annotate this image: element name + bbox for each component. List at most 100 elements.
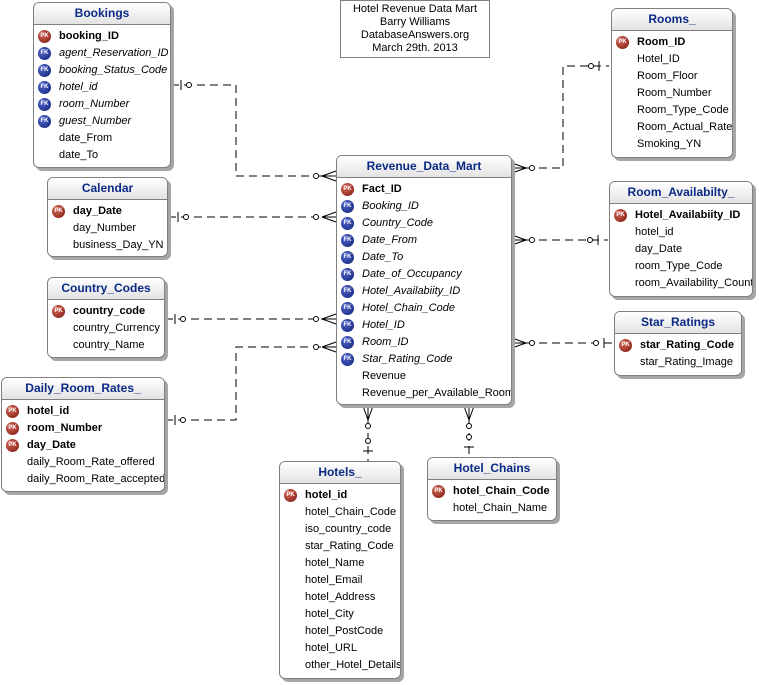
- attr-field: Room_Number: [637, 87, 712, 99]
- primary-key-icon: PK: [52, 305, 65, 318]
- attr-field: hotel_Chain_Code: [305, 506, 397, 518]
- primary-key-icon: PK: [284, 489, 297, 502]
- header-title: Hotel Revenue Data Mart: [352, 3, 478, 15]
- attr-field: room_Type_Code: [635, 260, 723, 272]
- attr-field: hotel_id: [635, 226, 674, 238]
- attr-field: Room_Actual_Rate: [637, 121, 733, 133]
- primary-key-icon: PK: [52, 205, 65, 218]
- primary-key-icon: PK: [38, 30, 51, 43]
- foreign-key-icon: FK: [341, 302, 354, 315]
- attr-field: Revenue: [362, 370, 407, 382]
- primary-key-icon: PK: [619, 339, 632, 352]
- attr-field: day_Number: [73, 222, 136, 234]
- rel-revenue-rooms: [526, 65, 609, 169]
- entity-title: Rooms_: [612, 9, 732, 31]
- diagram-header: Hotel Revenue Data Mart Barry Williams D…: [340, 0, 490, 58]
- foreign-key-icon: FK: [341, 268, 354, 281]
- attr-field: country_Currency: [73, 322, 160, 334]
- attr-field: hotel_City: [305, 608, 354, 620]
- attr-field: Smoking_YN: [637, 138, 702, 150]
- attr-field: date_To: [59, 149, 99, 161]
- attr-field: star_Rating_Code: [305, 540, 394, 552]
- attr-field: daily_Room_Rate_accepted: [27, 473, 165, 485]
- foreign-key-icon: FK: [341, 217, 354, 230]
- rel-dailyrates-revenue: [165, 346, 322, 421]
- foreign-key-icon: FK: [341, 353, 354, 366]
- foreign-key-icon: FK: [38, 81, 51, 94]
- attr-field: day_Date: [635, 243, 683, 255]
- entity-title: Star_Ratings: [615, 312, 741, 334]
- rel-bookings-revenue: [171, 84, 322, 177]
- entity-title: Calendar: [48, 178, 167, 200]
- attr-field: hotel_URL: [305, 642, 357, 654]
- attr-field: country_Name: [73, 339, 145, 351]
- attr-field: daily_Room_Rate_offered: [27, 456, 155, 468]
- entity-title: Room_Availabilty_: [610, 182, 752, 204]
- attr-field: Room_Type_Code: [637, 104, 729, 116]
- header-date: March 29th. 2013: [372, 42, 458, 54]
- foreign-key-icon: FK: [38, 98, 51, 111]
- attr-field: Revenue_per_Available_Room: [362, 387, 512, 399]
- foreign-key-icon: FK: [38, 47, 51, 60]
- primary-key-icon: PK: [616, 36, 629, 49]
- foreign-key-icon: FK: [341, 234, 354, 247]
- attr-field: room_Availability_Count: [635, 277, 753, 289]
- foreign-key-icon: FK: [38, 115, 51, 128]
- foreign-key-icon: FK: [341, 251, 354, 264]
- primary-key-icon: PK: [432, 485, 445, 498]
- header-author: Barry Williams: [379, 16, 451, 28]
- entity-title: Hotels_: [280, 462, 400, 484]
- primary-key-icon: PK: [614, 209, 627, 222]
- primary-key-icon: PK: [6, 439, 19, 452]
- foreign-key-icon: FK: [341, 336, 354, 349]
- attr-field: other_Hotel_Details: [305, 659, 401, 671]
- entity-title: Country_Codes: [48, 278, 164, 300]
- primary-key-icon: PK: [6, 422, 19, 435]
- attr-field: hotel_PostCode: [305, 625, 384, 637]
- foreign-key-icon: FK: [341, 200, 354, 213]
- attr-field: hotel_Name: [305, 557, 365, 569]
- foreign-key-icon: FK: [341, 319, 354, 332]
- entity-title: Revenue_Data_Mart: [337, 156, 511, 178]
- attr-field: hotel_Address: [305, 591, 376, 603]
- attr-field: business_Day_YN: [73, 239, 164, 251]
- attr-field: Hotel_ID: [637, 53, 680, 65]
- attr-field: iso_country_code: [305, 523, 392, 535]
- attr-field: Room_Floor: [637, 70, 698, 82]
- primary-key-icon: PK: [341, 183, 354, 196]
